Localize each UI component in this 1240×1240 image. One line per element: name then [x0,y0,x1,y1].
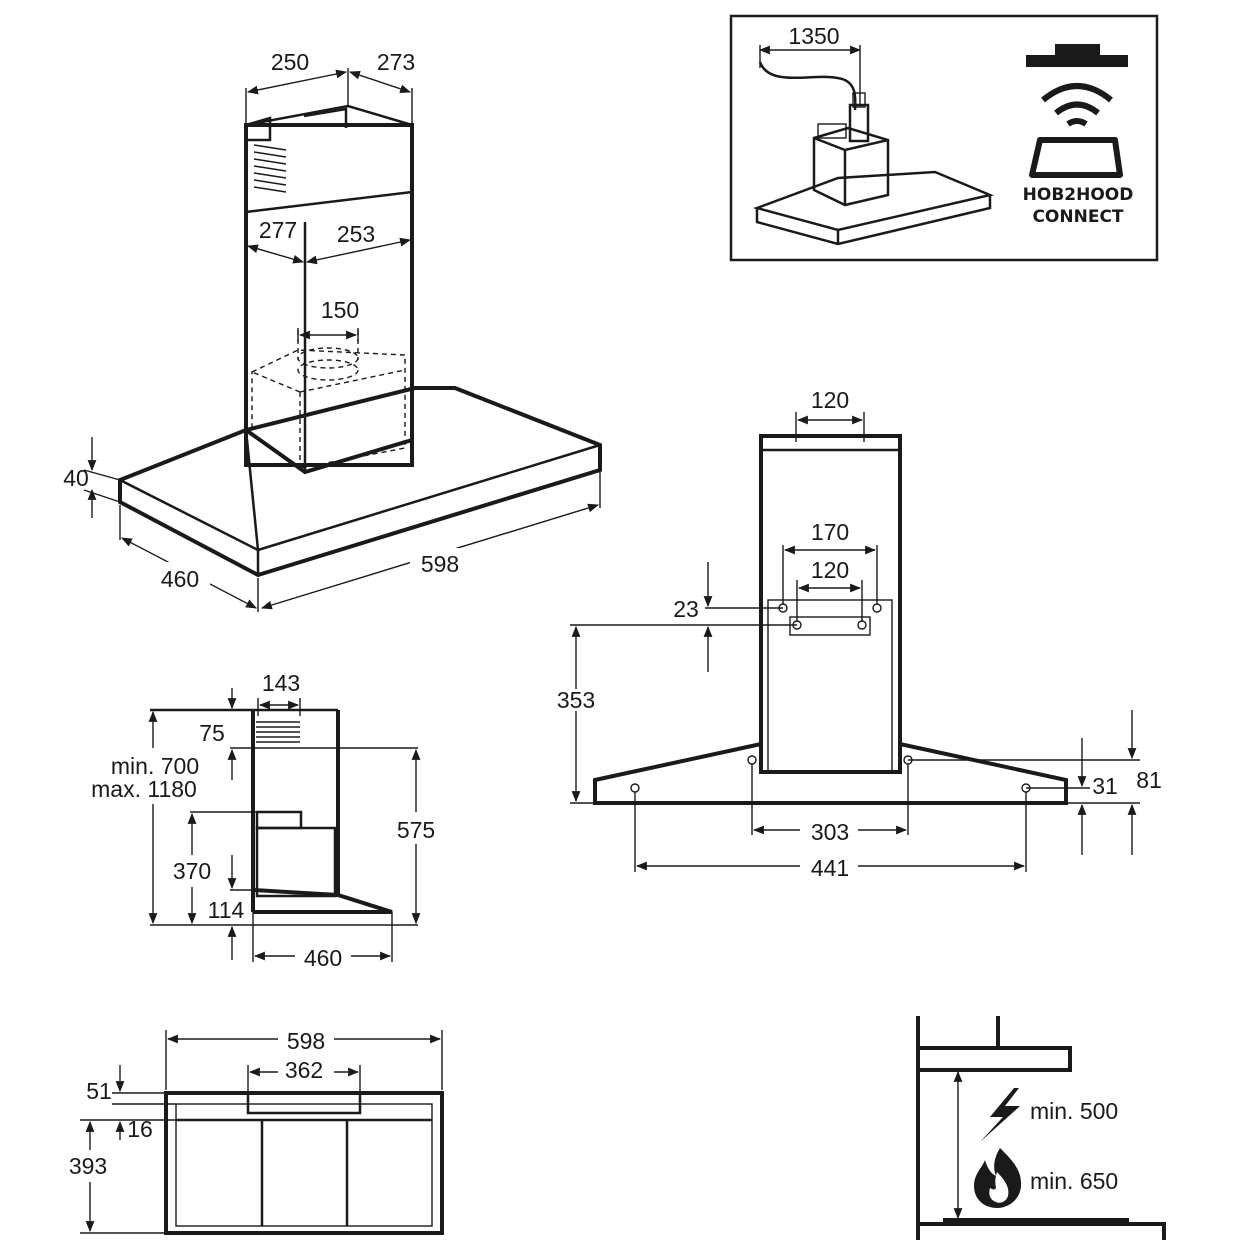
dim-bottom-inner: 362 [285,1057,323,1083]
dim-holes-outer: 441 [811,855,849,881]
label-install-min: min. 700 [111,753,199,779]
mini-hood-icon [752,123,995,246]
hob-icon [1029,137,1123,178]
cable-plug-icon [758,61,870,143]
hood-isometric-view: 250 273 277 253 150 40 460 598 [63,49,602,612]
clearance-electric: min. 500 [1030,1098,1118,1124]
wifi-signal-icon [1026,44,1128,127]
dim-height: 353 [557,687,595,713]
badge-line2: CONNECT [1032,207,1123,227]
front-view: 120 170 120 23 353 303 441 31 81 [554,387,1162,882]
dim-edge-small: 31 [1092,773,1118,799]
dim-top-left: 250 [271,49,309,75]
side-view: 143 75 min. 700 max. 1180 575 370 114 46… [91,670,447,972]
clearance-gas: min. 650 [1030,1168,1118,1194]
dim-edge-large: 81 [1136,767,1162,793]
dim-overall: 575 [397,817,435,843]
badge-line1: HOB2HOOD [1023,185,1134,205]
dim-top-right: 273 [377,49,415,75]
dim-offset: 23 [673,596,699,622]
dim-mid: 370 [173,858,211,884]
dim-chimney: 143 [262,670,300,696]
dim-top-gap: 75 [199,720,225,746]
flame-icon [974,1148,1022,1208]
hob2hood-feature-box: 1350 HOB2HOOD CONNECT [729,14,1159,262]
dim-bottom-depth: 393 [69,1153,107,1179]
dim-bottom-width: 598 [287,1028,325,1054]
clearance-view: min. 500 min. 650 [916,1016,1166,1240]
dim-bracket-outer: 170 [811,519,849,545]
dim-duct: 150 [321,297,359,323]
dim-bracket-inner: 120 [811,557,849,583]
dim-depth: 460 [161,566,199,592]
dim-top-offset: 51 [86,1078,112,1104]
dim-width: 598 [421,551,459,577]
dim-strip: 16 [127,1116,153,1142]
dim-canopy-height: 40 [63,465,89,491]
bottom-view: 598 362 51 16 393 [60,1024,444,1235]
dim-mid-right: 253 [337,221,375,247]
dim-mid-left: 277 [259,217,297,243]
dim-holes-inner: 303 [811,819,849,845]
dim-top-holes: 120 [811,387,849,413]
label-install-max: max. 1180 [91,776,197,802]
lightning-icon [980,1088,1020,1142]
dim-canopy: 114 [208,897,245,923]
dim-side-depth: 460 [304,945,342,971]
dim-cable: 1350 [788,23,839,49]
